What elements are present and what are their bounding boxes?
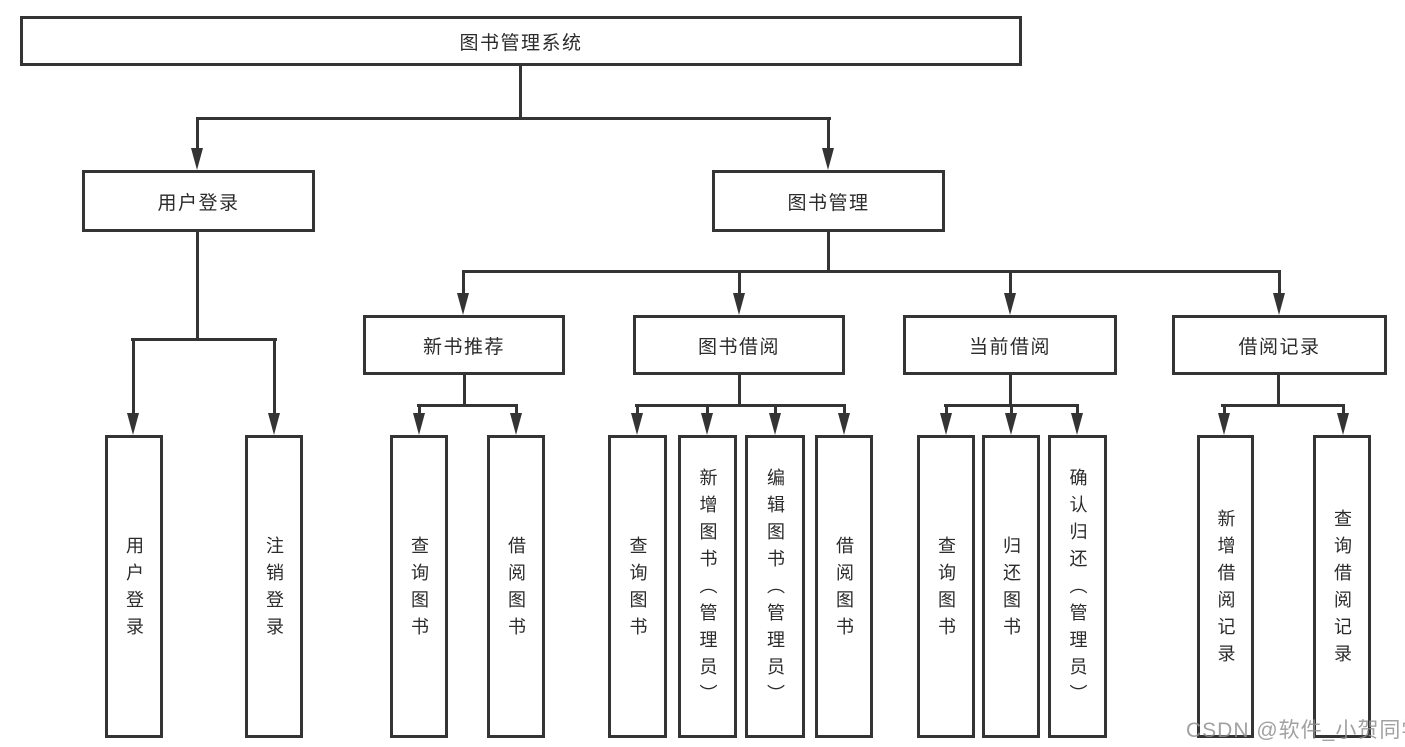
leaf-logout: 注销登录 bbox=[245, 435, 303, 738]
connector-line bbox=[1009, 375, 1012, 404]
connector-arrow bbox=[1004, 270, 1017, 315]
connector-arrow bbox=[838, 404, 851, 435]
connector-arrow bbox=[701, 404, 714, 435]
node-user-login: 用户登录 bbox=[82, 170, 315, 232]
connector-line bbox=[1277, 375, 1280, 404]
connector-arrow bbox=[127, 338, 140, 435]
connector-arrow bbox=[769, 404, 782, 435]
connector-arrow bbox=[1071, 404, 1084, 435]
connector-line bbox=[635, 404, 846, 407]
connector-line bbox=[462, 270, 1281, 273]
connector-arrow bbox=[1005, 404, 1018, 435]
connector-line bbox=[463, 375, 466, 404]
leaf-current-confirm-return-admin: 确认归还（管理员） bbox=[1048, 435, 1107, 738]
connector-line bbox=[196, 117, 831, 120]
connector-arrow bbox=[1273, 270, 1286, 315]
connector-line bbox=[196, 232, 199, 338]
connector-arrow bbox=[191, 117, 204, 170]
node-current-borrow: 当前借阅 bbox=[903, 315, 1117, 375]
node-new-book-recommend: 新书推荐 bbox=[363, 315, 565, 375]
connector-arrow bbox=[413, 404, 426, 435]
leaf-user-login: 用户登录 bbox=[105, 435, 163, 738]
connector-arrow bbox=[631, 404, 644, 435]
leaf-records-add-record: 新增借阅记录 bbox=[1197, 435, 1254, 738]
connector-line bbox=[131, 338, 277, 341]
watermark: CSDN @软件_小贺同学 bbox=[1186, 719, 1405, 742]
connector-line bbox=[1221, 404, 1345, 407]
connector-arrow bbox=[733, 270, 746, 315]
connector-line bbox=[417, 404, 518, 407]
node-borrow-records: 借阅记录 bbox=[1172, 315, 1387, 375]
leaf-borrow-add-books-admin: 新增图书（管理员） bbox=[678, 435, 737, 738]
leaf-recommend-borrow-books: 借阅图书 bbox=[487, 435, 545, 738]
connector-arrow bbox=[268, 338, 281, 435]
connector-line bbox=[519, 66, 522, 117]
connector-arrow bbox=[1218, 404, 1231, 435]
leaf-current-return-books: 归还图书 bbox=[982, 435, 1040, 738]
leaf-recommend-query-books: 查询图书 bbox=[390, 435, 448, 738]
connector-arrow bbox=[510, 404, 523, 435]
leaf-borrow-borrow-books: 借阅图书 bbox=[815, 435, 873, 738]
connector-arrow bbox=[457, 270, 470, 315]
leaf-current-query-books: 查询图书 bbox=[917, 435, 975, 738]
leaf-borrow-edit-books-admin: 编辑图书（管理员） bbox=[745, 435, 805, 738]
connector-line bbox=[738, 375, 741, 404]
connector-arrow bbox=[822, 117, 835, 170]
leaf-borrow-query-books: 查询图书 bbox=[608, 435, 667, 738]
node-library-system: 图书管理系统 bbox=[20, 16, 1022, 66]
node-book-management: 图书管理 bbox=[712, 170, 945, 232]
connector-arrow bbox=[1337, 404, 1350, 435]
leaf-records-query-record: 查询借阅记录 bbox=[1313, 435, 1371, 738]
connector-line bbox=[827, 232, 830, 270]
node-book-borrow: 图书借阅 bbox=[633, 315, 845, 375]
connector-arrow bbox=[940, 404, 953, 435]
